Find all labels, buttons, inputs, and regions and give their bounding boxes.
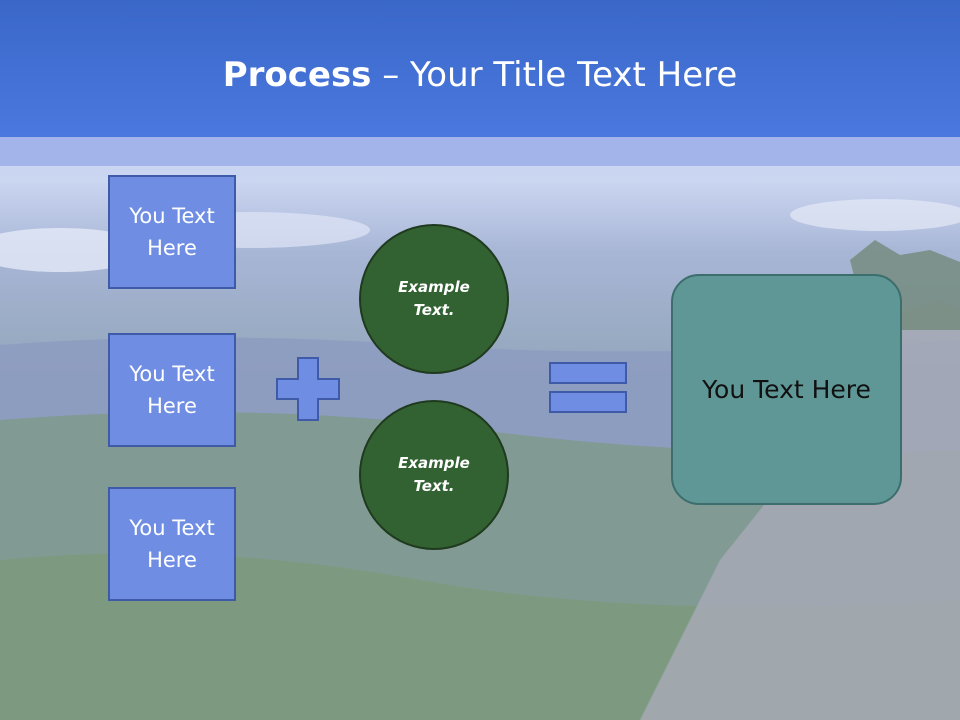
title-bold: Process: [222, 55, 372, 95]
equals-bar-top: [549, 362, 627, 384]
circle-label-line-1: Example: [398, 454, 470, 472]
box-label-line-2: Here: [147, 236, 197, 260]
box-label: You Text Here: [129, 358, 214, 422]
box-label: You Text Here: [129, 512, 214, 576]
box-label-line-2: Here: [147, 394, 197, 418]
circle-label-line-2: Text.: [413, 477, 455, 495]
box-label: You Text Here: [129, 200, 214, 264]
title-bar: [0, 0, 960, 137]
input-box-2[interactable]: You Text Here: [108, 333, 236, 447]
title-strip: [0, 137, 960, 166]
box-label-line-2: Here: [147, 548, 197, 572]
plus-icon: [276, 357, 340, 421]
box-label-line-1: You Text: [129, 516, 215, 540]
box-label-line-1: You Text: [129, 362, 215, 386]
box-label-line-1: You Text: [129, 204, 215, 228]
circle-label-line-2: Text.: [413, 301, 455, 319]
example-circle-1[interactable]: Example Text.: [359, 224, 509, 374]
circle-label: Example Text.: [398, 276, 470, 322]
equals-bar-bottom: [549, 391, 627, 413]
circle-label-line-1: Example: [398, 278, 470, 296]
input-box-1[interactable]: You Text Here: [108, 175, 236, 289]
title-rest: – Your Title Text Here: [371, 55, 738, 95]
input-box-3[interactable]: You Text Here: [108, 487, 236, 601]
example-circle-2[interactable]: Example Text.: [359, 400, 509, 550]
result-label: You Text Here: [702, 375, 871, 404]
slide-title: Process – Your Title Text Here: [0, 50, 960, 100]
result-box[interactable]: You Text Here: [671, 274, 902, 505]
circle-label: Example Text.: [398, 452, 470, 498]
